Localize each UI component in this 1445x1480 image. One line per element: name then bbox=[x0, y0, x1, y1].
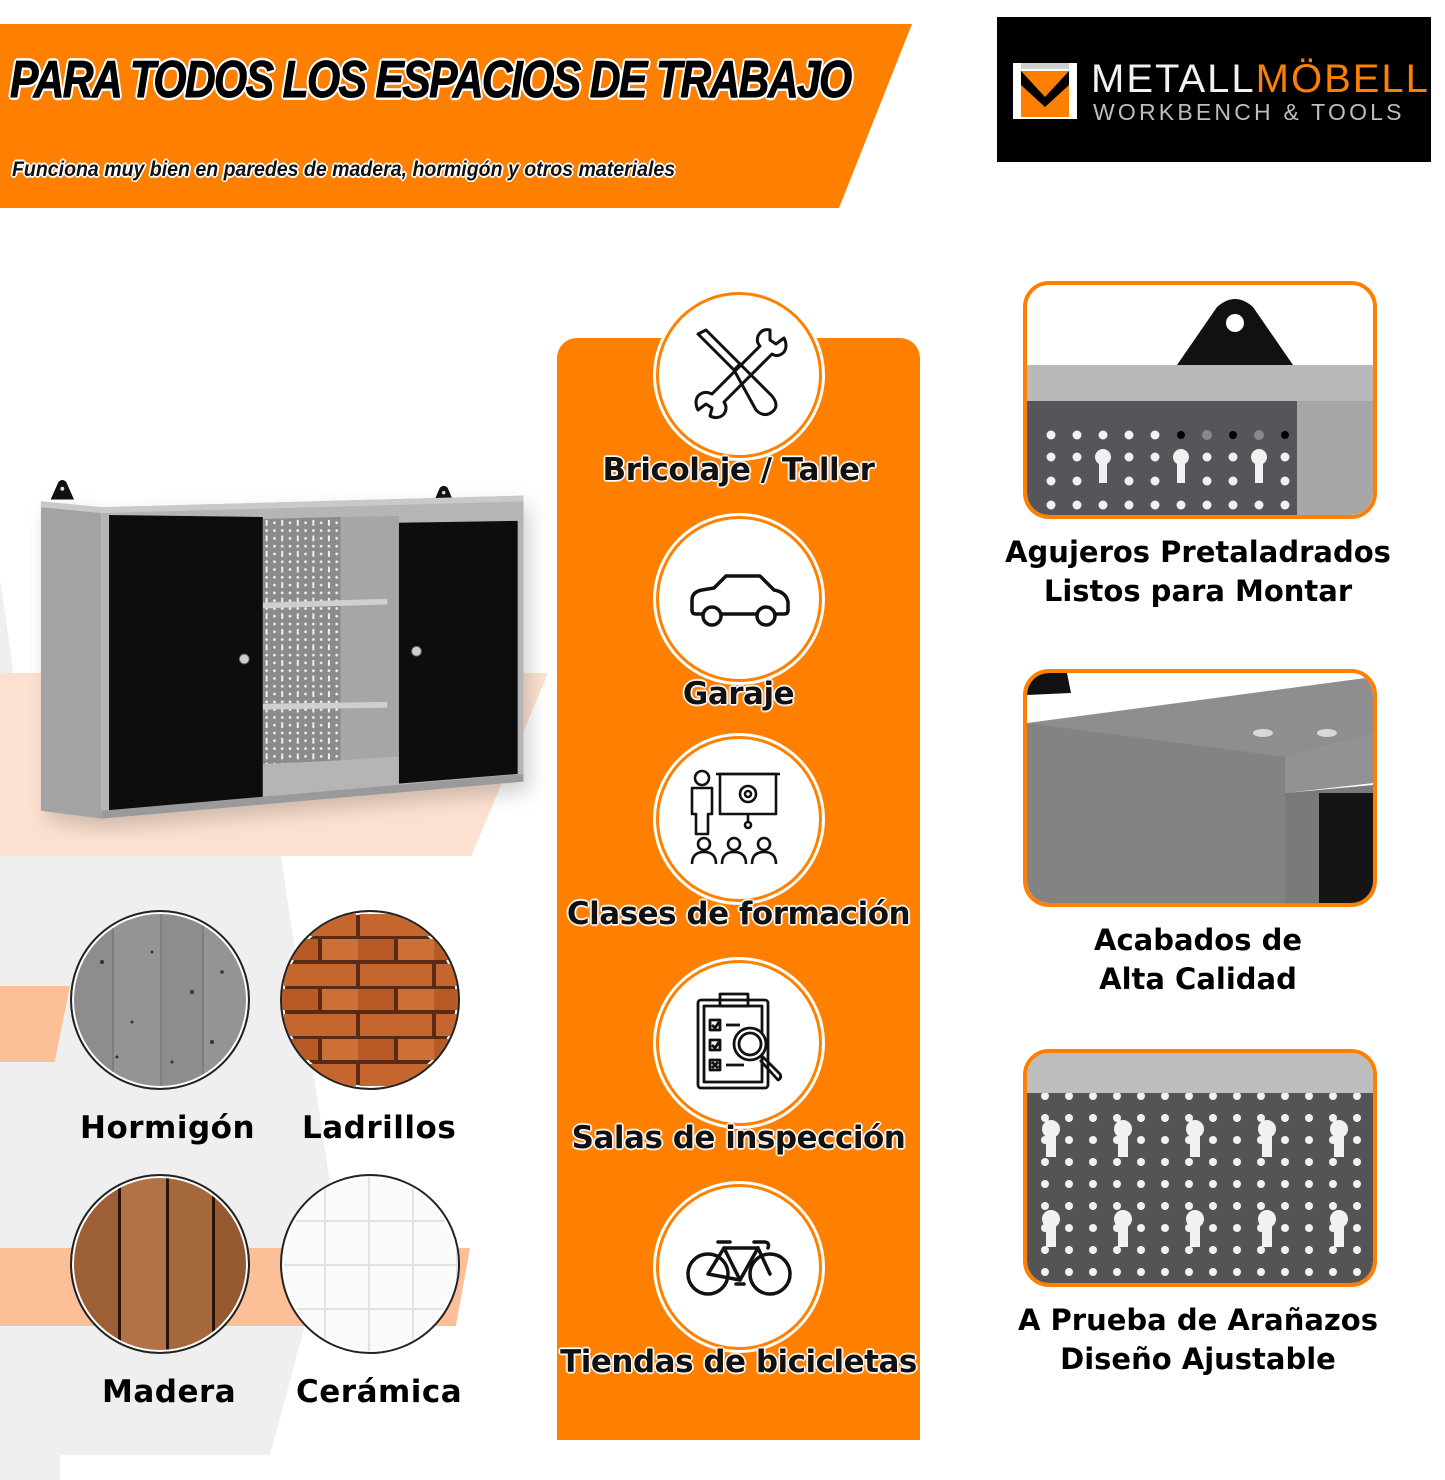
feature-caption: Acabados de Alta Calidad bbox=[1003, 921, 1393, 999]
mounting-bracket-closeup bbox=[1027, 285, 1373, 515]
feature-caption-line1: Acabados de bbox=[1094, 923, 1302, 957]
feature-caption-line2: Alta Calidad bbox=[1099, 962, 1297, 996]
feature-caption-line2: Listos para Montar bbox=[1043, 574, 1353, 608]
ceramic-grout-lines bbox=[282, 1176, 458, 1352]
brand-name: METALLMÖBELL bbox=[1091, 57, 1430, 102]
brand-tagline: WORKBENCH & TOOLS bbox=[1093, 99, 1405, 125]
feature-caption: A Prueba de Arañazos Diseño Ajustable bbox=[1003, 1301, 1393, 1379]
use-icon-circle bbox=[656, 516, 822, 682]
header-banner bbox=[0, 24, 912, 208]
feature-image-pegboard bbox=[1023, 1049, 1377, 1287]
material-label-ceramica: Cerámica bbox=[296, 1374, 463, 1410]
use-label: Tiendas de bicicletas bbox=[560, 1344, 917, 1380]
product-cabinet-image bbox=[40, 480, 524, 819]
textured-finish-closeup bbox=[1027, 673, 1373, 903]
use-label: Salas de inspección bbox=[571, 1120, 906, 1156]
use-icon-circle bbox=[656, 1184, 822, 1350]
brand-name-part1: METALL bbox=[1091, 57, 1256, 101]
car-icon bbox=[690, 574, 790, 627]
page-title: PARA TODOS LOS ESPACIOS DE TRABAJO bbox=[10, 51, 853, 110]
wood-texture-image bbox=[70, 1174, 250, 1354]
wrench-screwdriver-icon bbox=[694, 328, 788, 420]
material-label-madera: Madera bbox=[102, 1374, 237, 1410]
feature-image-mounting-bracket bbox=[1023, 281, 1377, 519]
page-subtitle: Funciona muy bien en paredes de madera, … bbox=[12, 158, 676, 181]
m-chevron-logo-icon bbox=[1013, 63, 1077, 119]
ceramic-texture-image bbox=[280, 1174, 460, 1354]
materials-grid: Hormigón Ladrillos Madera Cerámica bbox=[60, 900, 480, 1420]
brick-texture-image bbox=[280, 910, 460, 1090]
bicycle-icon bbox=[686, 1240, 792, 1296]
feature-caption: Agujeros Pretaladrados Listos para Monta… bbox=[1003, 533, 1393, 611]
brand-name-part2: MÖBELL bbox=[1255, 57, 1430, 101]
concrete-texture-image bbox=[70, 910, 250, 1090]
feature-caption-line1: A Prueba de Arañazos bbox=[1018, 1303, 1378, 1337]
material-label-ladrillos: Ladrillos bbox=[302, 1110, 457, 1146]
feature-image-finish bbox=[1023, 669, 1377, 907]
material-label-hormigon: Hormigón bbox=[80, 1110, 256, 1146]
use-icon-circle bbox=[656, 736, 822, 902]
uses-panel: Bricolaje / Taller Garaje bbox=[557, 292, 920, 1440]
training-presentation-icon bbox=[690, 769, 780, 865]
use-icon-circle bbox=[656, 292, 822, 458]
brand-logo: METALLMÖBELL WORKBENCH & TOOLS bbox=[997, 17, 1431, 162]
use-label: Clases de formación bbox=[566, 896, 911, 932]
feature-caption-line1: Agujeros Pretaladrados bbox=[1005, 535, 1391, 569]
clipboard-inspection-icon bbox=[696, 992, 783, 1090]
brick-pattern bbox=[282, 912, 458, 1088]
pegboard-closeup bbox=[1027, 1053, 1373, 1283]
use-label: Garaje bbox=[682, 676, 795, 712]
use-icon-circle bbox=[656, 960, 822, 1126]
use-label: Bricolaje / Taller bbox=[602, 452, 875, 488]
feature-caption-line2: Diseño Ajustable bbox=[1060, 1342, 1336, 1376]
concrete-pores bbox=[100, 950, 224, 1064]
